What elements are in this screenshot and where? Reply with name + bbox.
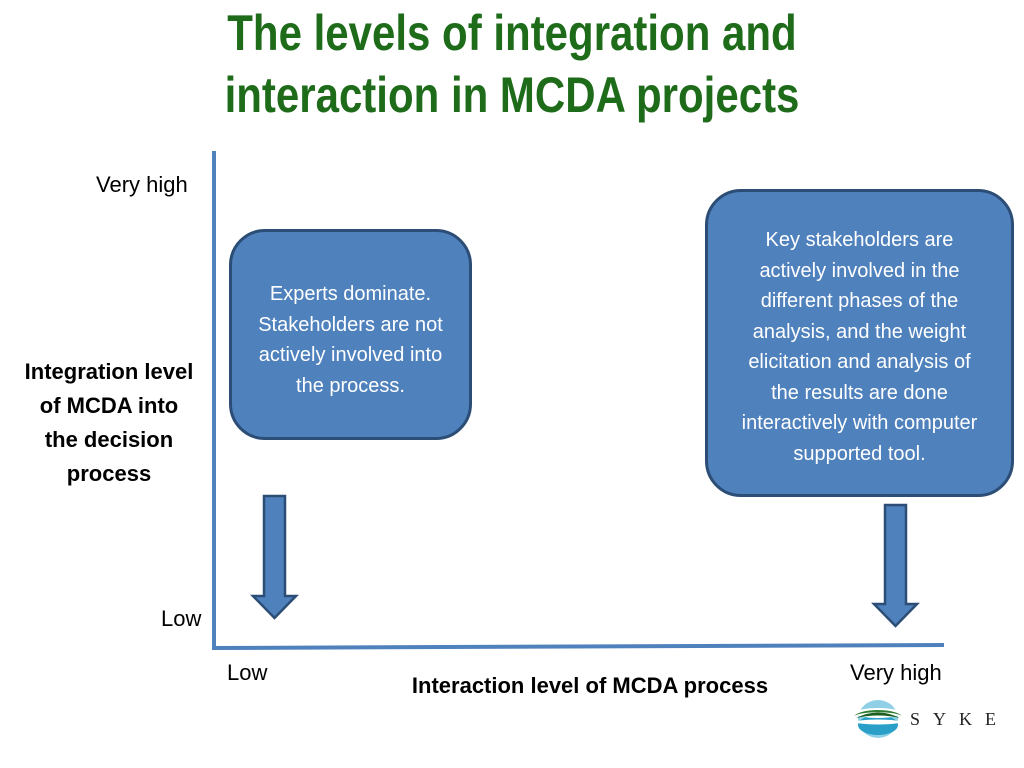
box-text-line: elicitation and analysis of bbox=[748, 351, 971, 373]
box-text-line: supported tool. bbox=[793, 442, 926, 465]
down-arrow-left bbox=[250, 494, 299, 620]
slide-title-line-1: The levels of integration and bbox=[227, 5, 797, 61]
syke-logo-icon bbox=[854, 700, 902, 738]
y-axis-title-line: the decision bbox=[44, 427, 174, 452]
x-axis-line bbox=[211, 643, 945, 650]
y-axis-high-label: Very high bbox=[96, 172, 188, 197]
box-text-line: Experts dominate. bbox=[269, 283, 432, 305]
down-arrow-right bbox=[871, 503, 920, 628]
box-text-line: Key stakeholders are bbox=[765, 229, 954, 251]
box-text-line: the results are done bbox=[771, 381, 948, 404]
box-text-line: Stakeholders are not bbox=[258, 313, 443, 336]
box-text-line: different phases of the bbox=[760, 290, 959, 312]
box-text-line: actively involved in the bbox=[759, 259, 960, 282]
y-axis-low-label: Low bbox=[161, 606, 202, 631]
syke-logo-text: SYKE bbox=[910, 709, 1010, 729]
y-axis-title-line: of MCDA into bbox=[39, 393, 179, 418]
x-axis-low-label: Low bbox=[227, 660, 268, 685]
y-axis-title-line: process bbox=[66, 461, 152, 486]
x-axis-title: Interaction level of MCDA process bbox=[411, 673, 769, 698]
y-axis-title-line: Integration level bbox=[24, 359, 194, 384]
y-axis-title: Integration level of MCDA into the decis… bbox=[4, 355, 214, 491]
stakeholders-involved-box: Key stakeholders are actively involved i… bbox=[705, 189, 1014, 497]
box-text-line: analysis, and the weight bbox=[752, 320, 967, 343]
x-axis-high-label: Very high bbox=[850, 660, 942, 685]
box-text-line: the process. bbox=[296, 374, 405, 397]
box-text-line: actively involved into bbox=[258, 344, 443, 366]
box-text-line: interactively with computer bbox=[741, 412, 978, 434]
slide-title: The levels of integration and interactio… bbox=[82, 2, 942, 126]
slide-title-line-2: interaction in MCDA projects bbox=[224, 67, 800, 123]
experts-dominate-box: Experts dominate. Stakeholders are not a… bbox=[229, 229, 472, 440]
